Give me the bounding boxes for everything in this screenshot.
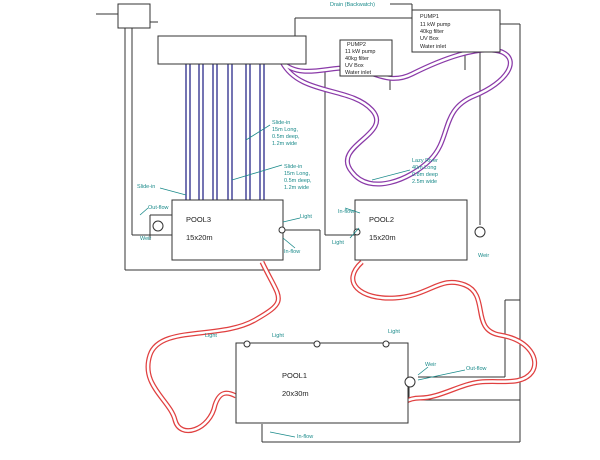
pool2-size: 15x20m (369, 233, 396, 242)
inflow-pool3-label: In-flow (284, 249, 300, 255)
svg-text:11 kW pump: 11 kW pump (345, 49, 375, 55)
svg-text:Water inlet: Water inlet (420, 44, 447, 50)
lazy-river-text: Lazy River 40m Long 0.8m deep 2.5m wide (412, 158, 438, 185)
slide-tower (157, 35, 307, 65)
small-tank (117, 3, 151, 29)
svg-text:UV Box: UV Box (420, 36, 439, 42)
slides (185, 64, 265, 200)
weir-pool3 (152, 220, 164, 232)
pools (171, 199, 468, 424)
svg-text:2.5m wide: 2.5m wide (412, 179, 437, 185)
pump2-box (339, 39, 393, 77)
svg-text:40m Long: 40m Long (412, 165, 436, 171)
drain-label: Drain (Backwatch) (330, 2, 375, 8)
equipment (117, 3, 501, 77)
pool1-size: 20x30m (282, 389, 309, 398)
svg-text:40kg filter: 40kg filter (345, 56, 369, 62)
slide2-text: Slide-in 15m Long, 0.5m deep, 1.2m wide (284, 164, 312, 191)
light-pool2-label: Light (332, 240, 344, 246)
svg-text:Slide-in: Slide-in (284, 164, 302, 170)
weir-pool2 (474, 226, 486, 238)
weir-pool1 (404, 376, 416, 388)
pump1-box (411, 9, 501, 53)
svg-text:1.2m wide: 1.2m wide (272, 141, 297, 147)
outflow-pool3-label: Out-flow (148, 205, 169, 211)
light-pool3 (278, 226, 286, 234)
red-channels (145, 260, 538, 434)
svg-text:PUMP1: PUMP1 (420, 14, 439, 20)
svg-text:1.2m wide: 1.2m wide (284, 185, 309, 191)
svg-text:40kg filter: 40kg filter (420, 29, 444, 35)
svg-text:Water inlet: Water inlet (345, 70, 372, 76)
pump1-text: PUMP1 11 kW pump 40kg filter UV Box Wate… (420, 14, 450, 50)
light-pool1-a-label: Light (205, 333, 217, 339)
svg-text:0.5m deep,: 0.5m deep, (284, 178, 312, 184)
weir-pool3-label: Weir (140, 236, 151, 242)
weir-pool2-label: Weir (478, 253, 489, 259)
slide-in-left-label: Slide-in (137, 184, 155, 190)
light-pool1-c (382, 340, 390, 348)
outflow-pool1-label: Out-flow (466, 366, 487, 372)
svg-text:15m Long,: 15m Long, (272, 127, 298, 133)
pump2-text: PUMP2 11 kW pump 40kg filter UV Box Wate… (345, 42, 375, 76)
svg-text:UV Box: UV Box (345, 63, 364, 69)
weir-pool1-label: Weir (425, 362, 436, 368)
light-pool2 (353, 228, 361, 236)
light-pool1-a (243, 340, 251, 348)
pool3 (171, 199, 284, 261)
lazy-river (279, 47, 513, 187)
svg-text:PUMP2: PUMP2 (347, 42, 366, 48)
svg-text:Lazy River: Lazy River (412, 158, 438, 164)
pool2-name: POOL2 (369, 215, 394, 224)
svg-text:0.8m deep: 0.8m deep (412, 172, 438, 178)
inflow-pool2-label: In-flow (338, 209, 354, 215)
pool3-name: POOL3 (186, 215, 211, 224)
fixtures (152, 220, 486, 388)
pool2 (354, 199, 468, 261)
light-pool1-b (313, 340, 321, 348)
svg-text:15m Long,: 15m Long, (284, 171, 310, 177)
svg-text:0.5m deep,: 0.5m deep, (272, 134, 300, 140)
slide1-text: Slide-in 15m Long, 0.5m deep, 1.2m wide (272, 120, 300, 147)
pool3-size: 15x20m (186, 233, 213, 242)
light-pool1-b-label: Light (272, 333, 284, 339)
svg-text:Slide-in: Slide-in (272, 120, 290, 126)
light-pool3-label: Light (300, 214, 312, 220)
pool1 (235, 342, 409, 424)
pool1-name: POOL1 (282, 371, 307, 380)
svg-text:11 kW pump: 11 kW pump (420, 22, 450, 28)
callouts (139, 124, 466, 438)
inflow-pool1-label: In-flow (297, 434, 313, 440)
light-pool1-c-label: Light (388, 329, 400, 335)
